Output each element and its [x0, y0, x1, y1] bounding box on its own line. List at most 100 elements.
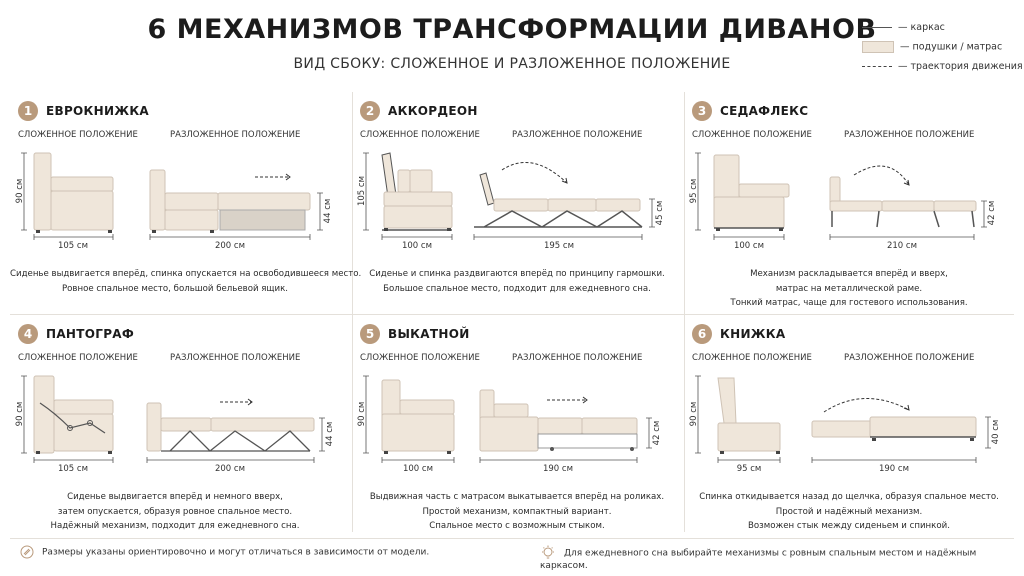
bed-height-dimension: 44 см	[325, 421, 335, 447]
bed-length-dimension: 200 см	[214, 464, 245, 474]
mechanism-panel: 2 АККОРДЕОН СЛОЖЕННОЕ ПОЛОЖЕНИЕ РАЗЛОЖЕННОЕ…	[352, 95, 682, 317]
folded-label: СЛОЖЕННОЕ ПОЛОЖЕНИЕ	[360, 353, 480, 363]
mechanism-number-badge: 5	[360, 324, 380, 344]
depth-dimension: 105 см	[57, 464, 88, 474]
description-line: Сиденье выдвигается вперёд, спинка опуск…	[10, 269, 362, 279]
mechanism-name: ЕВРОКНИЖКА	[46, 104, 150, 118]
description-line: Простой механизм, компактный вариант.	[422, 506, 612, 517]
description-line: Тонкий матрас, чаще для гостевого исполь…	[730, 298, 968, 308]
bed-length-dimension: 190 см	[542, 464, 573, 474]
description-line: Сиденье и спинка раздвигаются вперёд по …	[369, 269, 665, 279]
mechanism-description: Сиденье выдвигается вперёд и немного вве…	[10, 490, 340, 534]
dashed-line-swatch	[862, 66, 892, 67]
bed-height-dimension: 42 см	[652, 420, 662, 446]
mechanism-description: Сиденье выдвигается вперёд, спинка опуск…	[10, 267, 362, 296]
legend-path-label: — траектория движения	[898, 61, 1023, 72]
mechanism-number-badge: 1	[18, 101, 38, 121]
description-line: матрас на металлической раме.	[775, 283, 923, 294]
description-line: Спинка откидывается назад до щелчка, обр…	[699, 492, 999, 502]
cushion-swatch	[862, 41, 894, 53]
mechanism-name: ВЫКАТНОЙ	[388, 327, 470, 341]
description-line: Спальное место с возможным стыком.	[429, 521, 605, 531]
bed-height-dimension: 45 см	[655, 200, 665, 226]
depth-dimension: 100 см	[402, 464, 433, 474]
description-line: Простой и надёжный механизм.	[775, 506, 923, 517]
bed-height-dimension: 40 см	[991, 419, 1001, 445]
description-line: Большое спальное место, подходит для еже…	[383, 283, 651, 294]
height-dimension: 105 см	[357, 176, 367, 207]
mechanism-number-badge: 6	[692, 324, 712, 344]
mechanism-description: Выдвижная часть с матрасом выкатывается …	[352, 490, 682, 534]
bed-length-dimension: 190 см	[878, 464, 909, 474]
unfolded-label: РАЗЛОЖЕННОЕ ПОЛОЖЕНИЕ	[844, 353, 975, 363]
row-divider	[10, 314, 1014, 315]
mechanism-description: Механизм раскладывается вперёд и вверх, м…	[684, 267, 1014, 311]
mechanism-description: Сиденье и спинка раздвигаются вперёд по …	[352, 267, 682, 296]
ruler-icon	[20, 545, 34, 559]
column-divider	[352, 92, 353, 532]
description-line: Надёжный механизм, подходит для ежедневн…	[50, 521, 300, 531]
legend-frame-label: — каркас	[898, 22, 945, 33]
folded-label: СЛОЖЕННОЕ ПОЛОЖЕНИЕ	[360, 130, 480, 140]
mechanism-name: КНИЖКА	[720, 327, 786, 341]
lightbulb-icon	[542, 545, 554, 559]
page-subtitle: ВИД СБОКУ: СЛОЖЕННОЕ И РАЗЛОЖЕННОЕ ПОЛОЖ…	[293, 56, 731, 72]
frame-line-swatch	[862, 27, 892, 28]
bed-length-dimension: 195 см	[543, 241, 574, 251]
sofa-side-view-diagram	[695, 152, 987, 240]
height-dimension: 90 см	[15, 401, 25, 427]
sofa-side-view-diagram	[21, 152, 323, 240]
depth-dimension: 100 см	[733, 241, 764, 251]
legend-cushion: — подушки / матрас	[862, 41, 1002, 53]
sofa-side-view-diagram	[363, 375, 652, 463]
legend-cushion-label: — подушки / матрас	[900, 41, 1003, 53]
folded-label: СЛОЖЕННОЕ ПОЛОЖЕНИЕ	[18, 353, 138, 363]
description-line: Сиденье выдвигается вперёд и немного вве…	[67, 492, 283, 502]
legend-frame: — каркас	[862, 22, 945, 33]
unfolded-label: РАЗЛОЖЕННОЕ ПОЛОЖЕНИЕ	[512, 130, 643, 140]
unfolded-label: РАЗЛОЖЕННОЕ ПОЛОЖЕНИЕ	[844, 130, 975, 140]
mechanism-panel: 6 КНИЖКА СЛОЖЕННОЕ ПОЛОЖЕНИЕ РАЗЛОЖЕННОЕ ПО…	[684, 318, 1014, 540]
sofa-side-view-diagram	[363, 152, 655, 240]
unfolded-label: РАЗЛОЖЕННОЕ ПОЛОЖЕНИЕ	[170, 130, 301, 140]
bed-height-dimension: 44 см	[323, 198, 333, 224]
depth-dimension: 105 см	[57, 241, 88, 251]
height-dimension: 90 см	[15, 178, 25, 204]
mechanism-name: СЕДАФЛЕКС	[720, 104, 809, 118]
depth-dimension: 100 см	[401, 241, 432, 251]
footer-divider	[10, 538, 1014, 539]
folded-label: СЛОЖЕННОЕ ПОЛОЖЕНИЕ	[692, 130, 812, 140]
sofa-side-view-diagram	[695, 375, 991, 463]
footer-tip-text: Для ежедневного сна выбирайте механизмы …	[540, 548, 977, 572]
description-line: Выдвижная часть с матрасом выкатывается …	[369, 492, 665, 502]
mechanism-number-badge: 4	[18, 324, 38, 344]
unfolded-label: РАЗЛОЖЕННОЕ ПОЛОЖЕНИЕ	[170, 353, 301, 363]
mechanism-number-badge: 3	[692, 101, 712, 121]
page-title: 6 МЕХАНИЗМОВ ТРАНСФОРМАЦИИ ДИВАНОВ	[147, 14, 877, 45]
description-line: Ровное спальное место, большой бельевой …	[61, 283, 289, 294]
footer-note-text: Размеры указаны ориентировочно и могут о…	[42, 547, 430, 558]
mechanism-description: Спинка откидывается назад до щелчка, обр…	[684, 490, 1014, 534]
mechanism-name: ПАНТОГРАФ	[46, 327, 135, 341]
bed-height-dimension: 42 см	[987, 200, 997, 226]
description-line: Механизм раскладывается вперёд и вверх,	[750, 269, 948, 279]
description-line: Возможен стык между сиденьем и спинкой.	[748, 521, 950, 531]
mechanism-number-badge: 2	[360, 101, 380, 121]
mechanism-panel: 1 ЕВРОКНИЖКА СЛОЖЕННОЕ ПОЛОЖЕНИЕ РАЗЛОЖЕННО…	[10, 95, 362, 317]
mechanism-name: АККОРДЕОН	[388, 104, 478, 118]
bed-length-dimension: 200 см	[214, 241, 245, 251]
description-line: затем опускается, образуя ровное спально…	[57, 506, 293, 517]
mechanism-panel: 3 СЕДАФЛЕКС СЛОЖЕННОЕ ПОЛОЖЕНИЕ РАЗЛОЖЕННОЕ…	[684, 95, 1014, 317]
bed-length-dimension: 210 см	[886, 241, 917, 251]
height-dimension: 90 см	[689, 401, 699, 427]
footer-tip: Для ежедневного сна выбирайте механизмы …	[540, 545, 1024, 571]
height-dimension: 95 см	[689, 178, 699, 204]
mechanism-panel: 4 ПАНТОГРАФ СЛОЖЕННОЕ ПОЛОЖЕНИЕ РАЗЛОЖЕННОЕ…	[10, 318, 340, 540]
sofa-side-view-diagram	[21, 375, 325, 463]
legend-path: — траектория движения	[862, 61, 1023, 72]
folded-label: СЛОЖЕННОЕ ПОЛОЖЕНИЕ	[692, 353, 812, 363]
folded-label: СЛОЖЕННОЕ ПОЛОЖЕНИЕ	[18, 130, 138, 140]
depth-dimension: 95 см	[736, 464, 762, 474]
column-divider	[684, 92, 685, 532]
